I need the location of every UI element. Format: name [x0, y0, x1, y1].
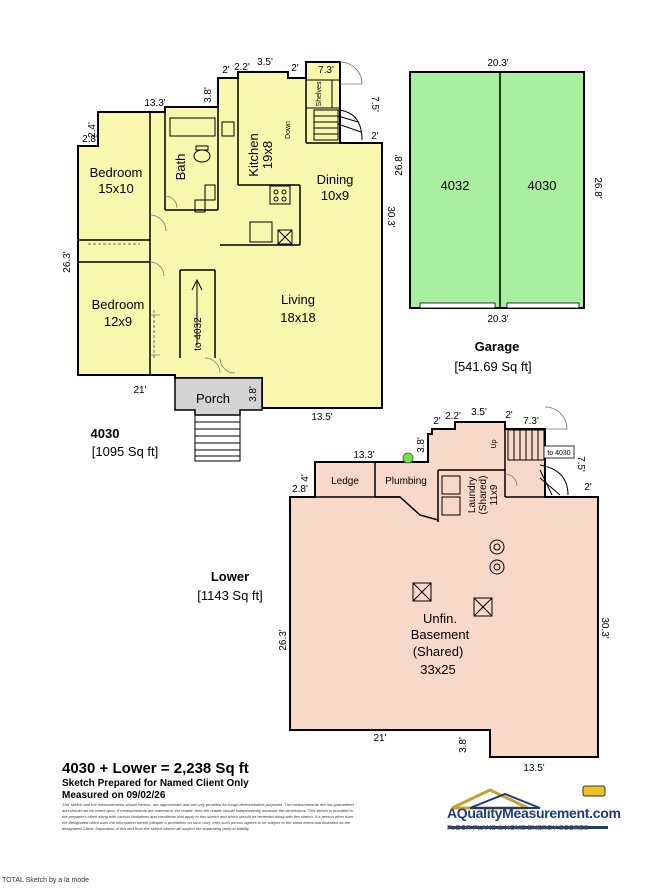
room-laundry-size: 11x9	[489, 484, 500, 505]
to-4032-note: to 4032	[193, 317, 204, 351]
room-plumbing-name: Plumbing	[385, 476, 427, 487]
dim-3-8b: 3.8'	[248, 386, 259, 402]
dim-30-3: 30.3'	[385, 206, 396, 227]
room-bath-name: Bath	[173, 154, 188, 181]
lower-dim-7-3: 7.3'	[523, 416, 539, 427]
company-logo: AQualityMeasurement.com FLOOR PLANS & HO…	[443, 781, 621, 849]
garage-bay-4030: 4030	[528, 178, 557, 193]
lower-dim-2-8: 2.8'	[292, 484, 308, 495]
porch-steps	[194, 414, 241, 462]
dim-2-8: 2.8'	[82, 134, 98, 145]
garage-dim-left: 26.8'	[394, 154, 405, 175]
logo-brand: AQualityMeasurement.com	[447, 805, 621, 821]
disclaimer: This sketch and the measurements shown h…	[62, 802, 354, 831]
garage-dim-bottom: 20.3'	[487, 314, 508, 325]
garage-area: [541.69 Sq ft]	[454, 359, 531, 374]
room-bedroom1-name: Bedroom	[90, 165, 143, 180]
lower-dim-3-8: 3.8'	[416, 437, 427, 453]
dim-26-3: 26.3'	[62, 251, 73, 272]
dim-7-3: 7.3'	[318, 65, 334, 76]
stairs-up-note: Up	[491, 439, 498, 448]
unit-4030: Bedroom 15x10 Bedroom 12x9 Bath Kitchen …	[62, 57, 396, 462]
measured-date: Measured on 09/02/26	[62, 790, 166, 801]
lower-dim-2-2: 2.2'	[445, 411, 461, 422]
lower-walls	[315, 429, 545, 522]
lower-dim-2a: 2'	[433, 416, 441, 427]
garage-bay-4032: 4032	[441, 178, 470, 193]
room-ledge-name: Ledge	[331, 476, 359, 487]
dim-top-left: 13.3'	[144, 98, 165, 109]
stairs-down-note: Down	[285, 121, 292, 139]
lower-stairs	[507, 429, 569, 496]
summary-block: 4030 + Lower = 2,238 Sq ft Sketch Prepar…	[62, 760, 442, 832]
unit-4030-title: 4030	[91, 426, 120, 441]
basement-line1: Unfin.	[423, 611, 457, 626]
lower-dim-2b: 2'	[505, 410, 513, 421]
garage: 4032 4030 20.3' 20.3' 26.8' 26.8' Garage…	[394, 58, 603, 374]
dim-2b: 2'	[291, 63, 299, 74]
lower-dim-13-3: 13.3'	[353, 450, 374, 461]
logo-house-icon	[448, 785, 608, 829]
dim-21: 21'	[133, 385, 146, 396]
room-kitchen-size: 19x8	[260, 141, 275, 169]
lower-level: Ledge Plumbing Laundry (Shared) 11x9 Unf…	[197, 406, 610, 774]
room-bedroom2-size: 12x9	[104, 314, 132, 329]
lower-area: [1143 Sq ft]	[197, 588, 263, 603]
room-kitchen-name: Kitchen	[246, 133, 261, 176]
lower-dim-21: 21'	[373, 733, 386, 744]
dim-2-2: 2.2'	[234, 62, 250, 73]
lower-dim-30-3: 30.3'	[599, 617, 610, 638]
door-swings	[149, 61, 363, 374]
prepared-note: Sketch Prepared for Named Client Only	[62, 778, 249, 789]
total-area: 4030 + Lower = 2,238 Sq ft	[62, 760, 249, 777]
garage-dim-right: 26.8'	[592, 177, 603, 198]
software-credit: TOTAL Sketch by a la mode	[2, 877, 90, 884]
stairs-down	[305, 79, 363, 141]
dim-3-5: 3.5'	[257, 57, 273, 68]
dim-3-8: 3.8'	[203, 87, 214, 103]
garage-outline	[409, 71, 585, 309]
dim-2a: 2'	[222, 65, 230, 76]
lower-title: Lower	[211, 569, 249, 584]
lower-dim-7-5: 7.5'	[575, 456, 586, 472]
lower-dim-2c: 2'	[584, 482, 592, 493]
to-4030-note: to 4030	[547, 450, 570, 457]
room-bedroom2-name: Bedroom	[92, 297, 145, 312]
room-bedroom1-size: 15x10	[98, 181, 133, 196]
basement-line3: (Shared)	[413, 644, 464, 659]
dim-7-5: 7.5'	[369, 96, 380, 112]
room-porch-name: Porch	[196, 391, 230, 406]
hall-arrow	[191, 278, 203, 345]
lower-dim-4: 4'	[300, 474, 311, 482]
lower-fixtures	[412, 475, 505, 617]
basement-line4: 33x25	[420, 662, 455, 677]
room-laundry-sub: (Shared)	[478, 476, 489, 515]
basement-line2: Basement	[411, 627, 470, 642]
dim-13-5: 13.5'	[311, 412, 332, 423]
shelves-note: Shelves	[316, 81, 323, 106]
logo-tagline: FLOOR PLANS & HOME ENERGY SCORES	[447, 825, 589, 832]
lower-dim-3-8b: 3.8'	[458, 737, 469, 753]
room-living-name: Living	[281, 292, 315, 307]
lower-dim-26-3: 26.3'	[278, 629, 289, 650]
room-laundry-name: Laundry	[467, 477, 478, 513]
dim-2c: 2'	[371, 131, 379, 142]
garage-title: Garage	[475, 339, 520, 354]
room-dining-name: Dining	[317, 172, 354, 187]
main-floor-outline	[77, 61, 383, 409]
lower-outline	[289, 421, 599, 758]
lower-dim-13-5: 13.5'	[523, 763, 544, 774]
room-living-size: 18x18	[280, 310, 315, 325]
dim-2-4: 2.4'	[87, 122, 98, 138]
fixtures	[169, 117, 293, 245]
room-dining-size: 10x9	[321, 188, 349, 203]
unit-4030-area: [1095 Sq ft]	[92, 444, 159, 459]
lower-dim-3-5: 3.5'	[471, 407, 487, 418]
marker-dot	[402, 452, 414, 464]
garage-dim-top: 20.3'	[487, 58, 508, 69]
